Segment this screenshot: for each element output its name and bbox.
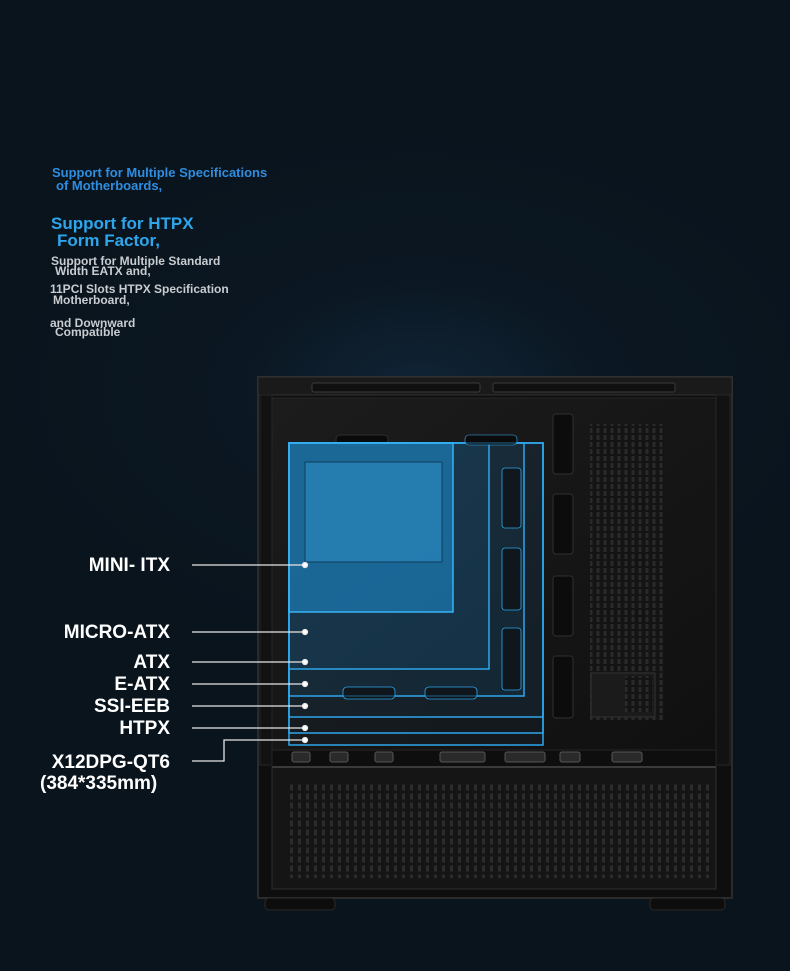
- intro-line2: of Motherboards,: [56, 178, 163, 193]
- side-vent-grid: [590, 424, 664, 720]
- label-e-atx: E-ATX: [114, 674, 170, 695]
- label-atx: ATX: [133, 652, 170, 673]
- grommet-4: [552, 655, 574, 719]
- intro-desc5: and Downward: [50, 316, 136, 330]
- motherboard-outlines: [288, 434, 544, 746]
- intro-desc4: Motherboard,: [53, 293, 130, 307]
- grommet-3: [552, 575, 574, 637]
- top-vent-left: [311, 382, 481, 393]
- label-micro-atx: MICRO-ATX: [63, 622, 170, 643]
- case-foot-left: [264, 897, 336, 911]
- intro-desc3: 11PCI Slots HTPX Specification: [50, 282, 229, 296]
- top-vent-right: [492, 382, 676, 393]
- case-left-strip: [259, 394, 273, 766]
- psu-shroud-vents: [285, 782, 713, 878]
- label-x12dpg: X12DPG-QT6: [51, 752, 170, 773]
- label-htpx: HTPX: [119, 718, 170, 739]
- intro-desc1: Support for Multiple Standard: [51, 254, 221, 268]
- intro-heading2: Form Factor,: [57, 231, 160, 250]
- intro-desc6: Compatible: [55, 325, 121, 339]
- label-mini-itx: MINI- ITX: [88, 555, 170, 576]
- case-foot-right: [649, 897, 726, 911]
- intro-line1: Support for Multiple Specifications: [52, 165, 268, 180]
- leader-lines: [192, 561, 309, 762]
- case-right-strip: [715, 394, 731, 766]
- intro-heading1: Support for HTPX: [51, 214, 194, 233]
- label-ssi-eeb: SSI-EEB: [93, 696, 170, 717]
- intro-desc2: Width EATX and,: [55, 264, 151, 278]
- outline-mini-itx: [288, 442, 454, 613]
- label-x12dpg-size: (384*335mm): [40, 773, 158, 794]
- grommet-1: [552, 413, 574, 475]
- grommet-2: [552, 493, 574, 555]
